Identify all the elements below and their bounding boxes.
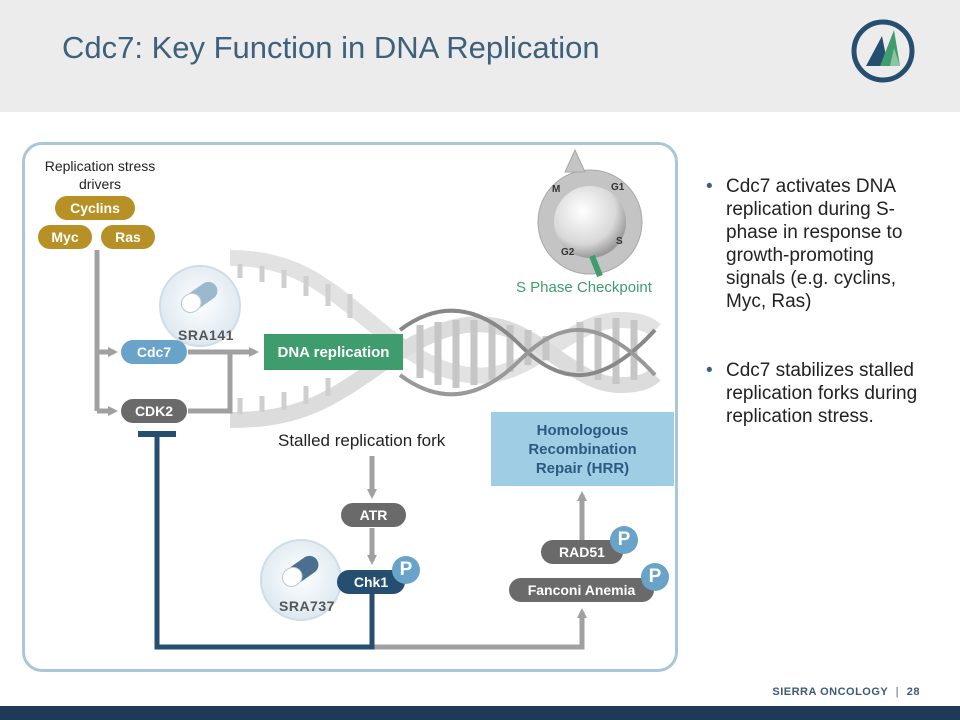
page-number: 28 — [906, 686, 920, 698]
rad51-phospho-badge: P — [610, 526, 638, 554]
dna-helix — [229, 250, 661, 428]
bullet-item: Cdc7 stabilizes stalled replication fork… — [702, 359, 932, 428]
replication-stress-label: Replication stress drivers — [44, 158, 156, 192]
chk1-node: Chk1 — [337, 570, 405, 594]
cdc7-node: Cdc7 — [121, 340, 187, 364]
sra141-drug-icon — [159, 265, 241, 347]
footer-text: SIERRA ONCOLOGY | 28 — [772, 686, 920, 698]
phase-g2-label: G2 — [561, 247, 575, 258]
footer-company: SIERRA ONCOLOGY — [772, 686, 889, 698]
phase-s-label: S — [616, 236, 623, 247]
sra141-label: SRA141 — [178, 327, 234, 343]
hrr-box: Homologous Recombination Repair (HRR) — [491, 412, 674, 486]
stalled-fork-label: Stalled replication fork — [278, 431, 446, 450]
bullet-item: Cdc7 activates DNA replication during S-… — [702, 175, 932, 313]
s-phase-checkpoint-label: S Phase Checkpoint — [516, 279, 652, 296]
phase-m-label: M — [552, 184, 561, 195]
dna-replication-box: DNA replication — [264, 334, 403, 370]
bullet-list: Cdc7 activates DNA replication during S-… — [702, 175, 932, 474]
cyclins-node: Cyclins — [55, 196, 135, 220]
header-band — [0, 0, 960, 112]
cdk2-node: CDK2 — [121, 399, 187, 423]
sra737-drug-icon — [260, 539, 342, 621]
chk1-phospho-badge: P — [392, 556, 420, 584]
fanconi-anemia-node: Fanconi Anemia — [509, 578, 654, 602]
phase-g1-label: G1 — [611, 182, 625, 193]
slide-title: Cdc7: Key Function in DNA Replication — [62, 30, 600, 65]
myc-node: Myc — [38, 225, 92, 249]
atr-node: ATR — [341, 503, 406, 527]
footer-separator: | — [895, 686, 900, 698]
cell-cycle-diagram — [537, 148, 643, 278]
company-logo — [851, 19, 915, 83]
fanconi-phospho-badge: P — [641, 563, 669, 591]
sra737-label: SRA737 — [279, 598, 335, 614]
rad51-node: RAD51 — [541, 540, 623, 564]
ras-node: Ras — [101, 225, 155, 249]
footer-bar — [0, 706, 960, 720]
